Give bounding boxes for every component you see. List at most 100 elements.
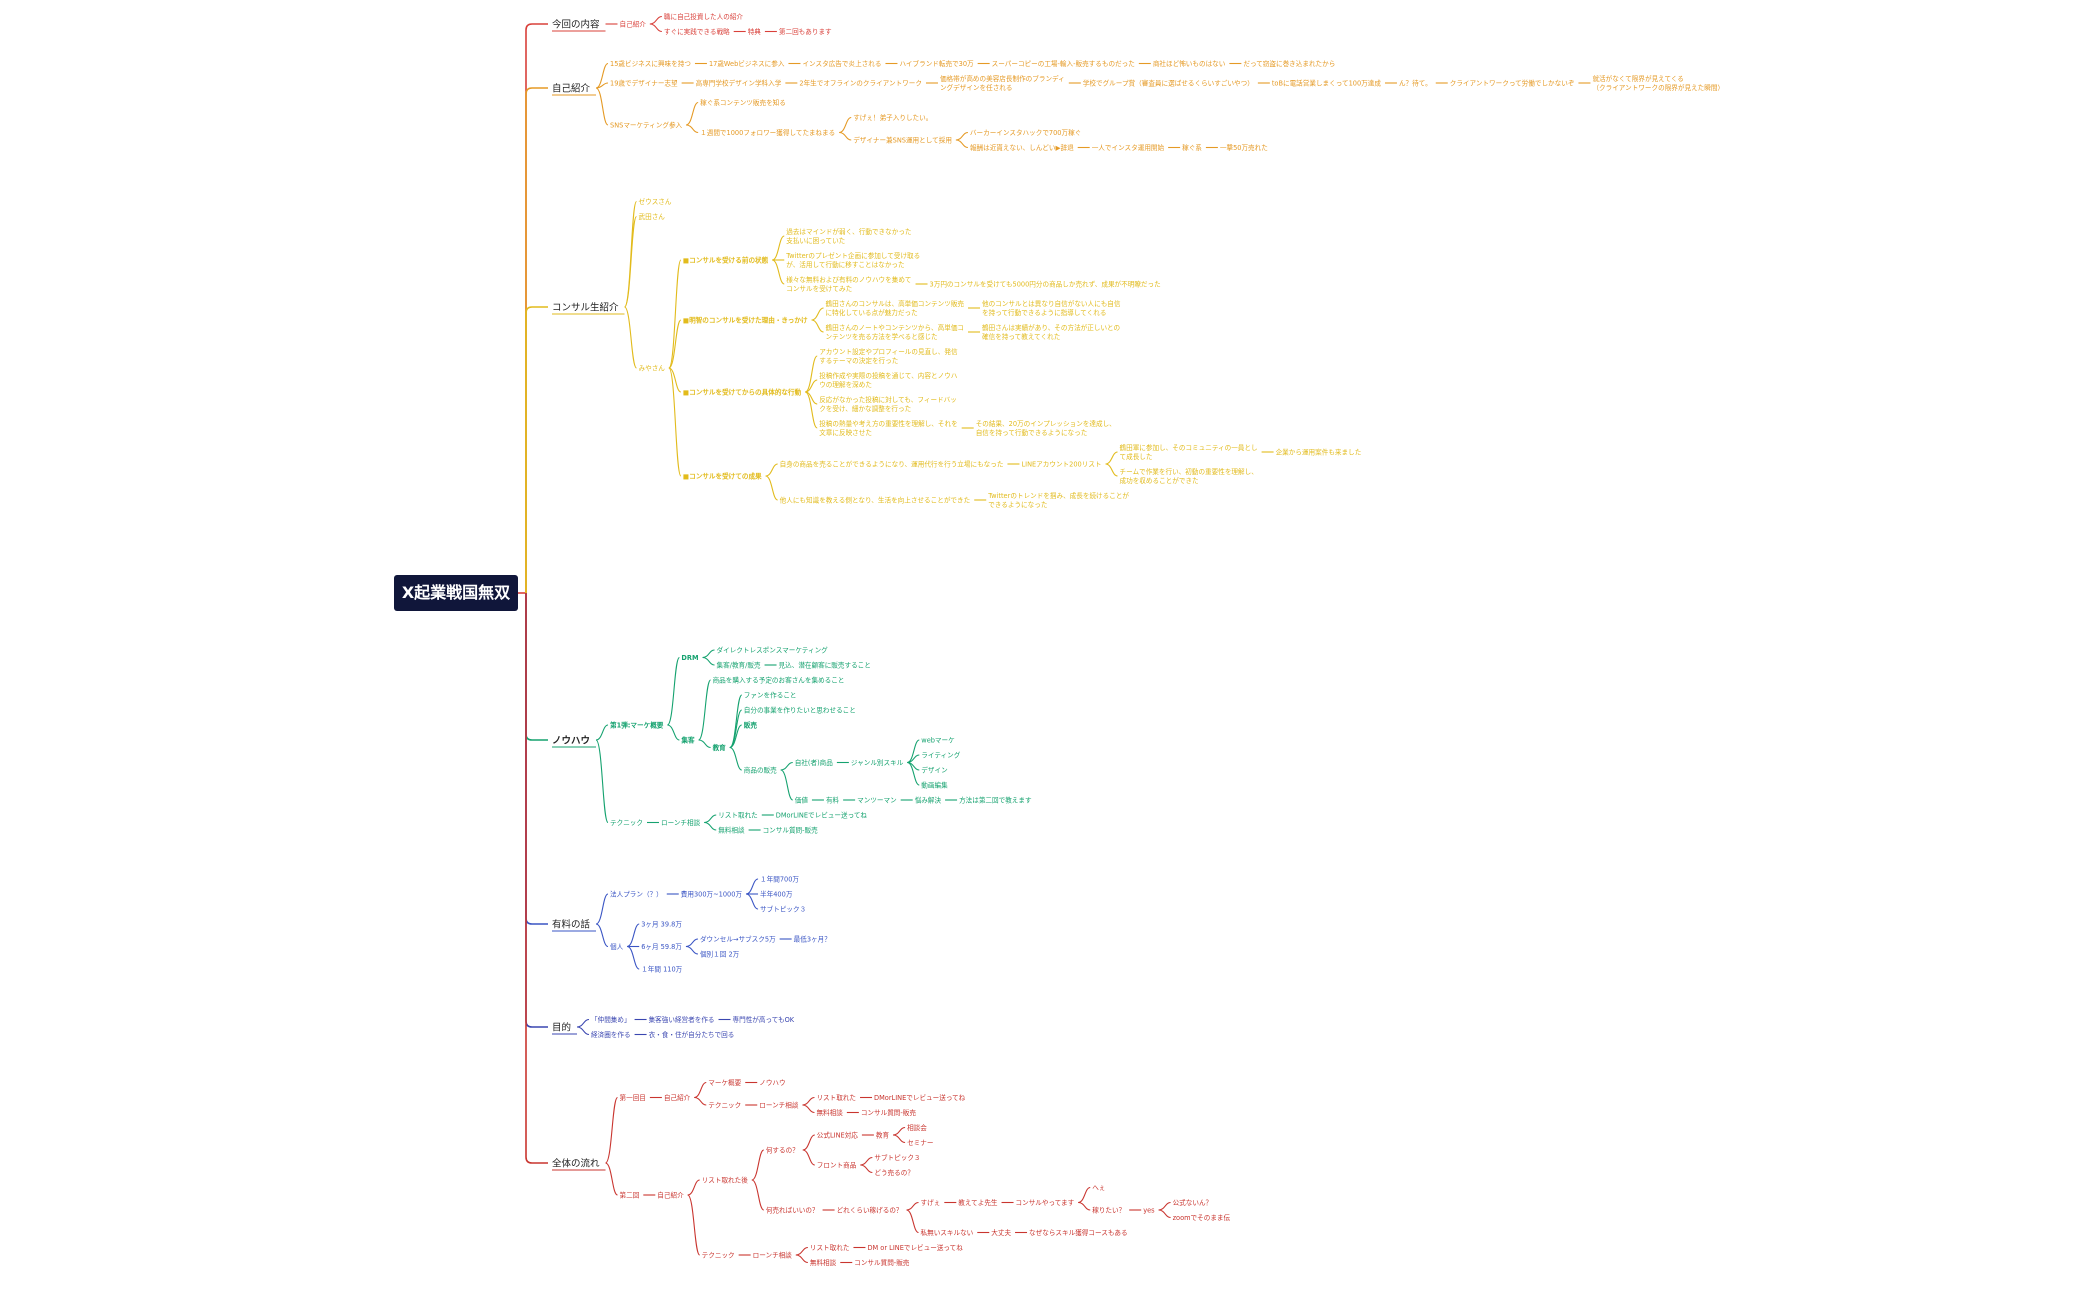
mindmap-node[interactable]: テクニック: [702, 1251, 735, 1259]
mindmap-node[interactable]: 有料: [826, 795, 840, 804]
mindmap-node[interactable]: ハイブランド転売で30万: [899, 59, 974, 68]
mindmap-node[interactable]: 価値: [795, 795, 809, 804]
branch-topic[interactable]: 全体の流れ: [552, 1157, 600, 1169]
mindmap-node[interactable]: ダイレクトレスポンスマーケティング: [717, 645, 829, 654]
mindmap-node[interactable]: ノウハウ: [759, 1079, 785, 1087]
mindmap-node[interactable]: 第二回もあります: [779, 27, 832, 36]
mindmap-node[interactable]: ■コンサルを受けての成果: [683, 471, 762, 480]
mindmap-node[interactable]: ローンチ相談: [661, 818, 701, 827]
mindmap-node[interactable]: DRM: [681, 654, 698, 662]
mindmap-node[interactable]: 商品の販売: [744, 765, 777, 774]
root-node[interactable]: X起業戦国無双: [394, 575, 518, 611]
mindmap-node[interactable]: webマーケ: [921, 736, 955, 744]
mindmap-node[interactable]: セミナー: [907, 1139, 933, 1147]
mindmap-node[interactable]: どれくらい稼げるの？: [837, 1205, 903, 1214]
mindmap-node[interactable]: 過去はマインドが弱く、行動できなかった支払いに困っていた: [786, 227, 911, 245]
mindmap-node[interactable]: ■明智のコンサルを受けた理由・きっかけ: [683, 315, 808, 324]
mindmap-node[interactable]: 稼ぐ系: [1182, 143, 1202, 152]
mindmap-node[interactable]: １週間で1000フォロワー獲得してたまねまる: [700, 128, 835, 137]
mindmap-node[interactable]: DM or LINEでレビュー送ってね: [867, 1243, 963, 1252]
mindmap-node[interactable]: 価格帯が高めの美容店長制作のブランディングデザインを任される: [940, 74, 1065, 92]
branch-topic[interactable]: 有料の話: [552, 918, 591, 930]
branch-topic[interactable]: 目的: [552, 1021, 571, 1033]
mindmap-node[interactable]: ■コンサルを受けてからの具体的な行動: [683, 387, 802, 396]
mindmap-node[interactable]: すげぇ: [921, 1198, 941, 1207]
mindmap-node[interactable]: バーカーインスタハックで700万稼ぐ: [970, 128, 1081, 137]
mindmap-node[interactable]: 経済圏を作る: [591, 1030, 631, 1039]
mindmap-node[interactable]: デザイナー兼SNS運用として採用: [853, 135, 952, 144]
mindmap-node[interactable]: 他人にも知識を教える側となり、生活を向上させることができた: [780, 495, 971, 504]
mindmap-node[interactable]: 悩み解決: [915, 795, 942, 804]
mindmap-node[interactable]: 反応がなかった投稿に対しても、フィードバックを受け、細かな調整を行った: [819, 395, 957, 413]
mindmap-node[interactable]: 自身の商品を売ることができるようになり、運用代行を行う立場にもなった: [780, 459, 1004, 468]
branch-topic[interactable]: コンサル生紹介: [552, 301, 619, 313]
mindmap-node[interactable]: 法人プラン（？）: [610, 889, 663, 898]
mindmap-node[interactable]: コンサル質問-販売: [854, 1258, 910, 1267]
mindmap-node[interactable]: 教育: [712, 743, 727, 752]
mindmap-node[interactable]: 集客強い経営者を作る: [649, 1015, 715, 1024]
mindmap-node[interactable]: Twitterのプレゼント企画に参加して受け取るが、活用して行動に移すことはなか…: [785, 251, 920, 269]
mindmap-node[interactable]: クライアントワークって労働でしかないぞ: [1450, 78, 1575, 87]
mindmap-node[interactable]: リスト取れた: [816, 1094, 856, 1102]
mindmap-node[interactable]: ■コンサルを受ける前の状態: [683, 255, 769, 264]
mindmap-node[interactable]: ローンチ相談: [753, 1250, 793, 1259]
mindmap-node[interactable]: 最低3ヶ月？: [794, 934, 831, 943]
mindmap-node[interactable]: １年間700万: [760, 874, 799, 883]
mindmap-node[interactable]: ゼウスさん: [639, 197, 672, 206]
mindmap-node[interactable]: へぇ: [1092, 1184, 1105, 1192]
mindmap-node[interactable]: 投稿作成や実際の投稿を通じて、内容とノウハウの理解を深めた: [819, 371, 958, 389]
mindmap-node[interactable]: 特典: [748, 27, 762, 36]
mindmap-node[interactable]: スーパーコピーの工場-輸入-販売するものだった: [992, 59, 1135, 68]
mindmap-node[interactable]: ローンチ相談: [759, 1100, 799, 1109]
mindmap-node[interactable]: 企業から運用案件も来ました: [1276, 447, 1362, 456]
mindmap-node[interactable]: ファンを作ること: [744, 690, 797, 699]
mindmap-node[interactable]: 自己紹介: [664, 1093, 691, 1102]
mindmap-node[interactable]: 「仲間集め」: [591, 1015, 631, 1024]
mindmap-node[interactable]: マーケ概要: [708, 1078, 741, 1087]
mindmap-node[interactable]: なぜならスキル獲得コースもある: [1029, 1228, 1128, 1237]
mindmap-node[interactable]: サブトピック３: [760, 904, 806, 913]
mindmap-node[interactable]: 公式ないん？: [1173, 1198, 1213, 1207]
mindmap-node[interactable]: 販売: [744, 720, 758, 729]
mindmap-node[interactable]: 無料相談: [816, 1108, 843, 1117]
mindmap-node[interactable]: 大丈夫: [991, 1228, 1011, 1237]
mindmap-node[interactable]: 商社ほど怖いものはない: [1153, 59, 1226, 68]
mindmap-node[interactable]: １年間 110万: [641, 964, 682, 973]
mindmap-node[interactable]: ライティング: [921, 750, 960, 759]
mindmap-node[interactable]: 見込、潜在顧客に販売すること: [779, 660, 871, 669]
mindmap-node[interactable]: ダウンセル→サブスク5万: [700, 934, 776, 943]
mindmap-node[interactable]: SNSマーケティング参入: [610, 120, 683, 129]
mindmap-node[interactable]: 自社(者)商品: [795, 758, 834, 767]
mindmap-node[interactable]: 一人でインスタ運用開始: [1092, 143, 1165, 152]
mindmap-node[interactable]: 武田さん: [639, 212, 666, 221]
mindmap-node[interactable]: すぐに実践できる戦略: [664, 27, 730, 36]
mindmap-node[interactable]: サブトピック３: [874, 1153, 920, 1162]
mindmap-node[interactable]: 第1弾:マーケ概要: [610, 720, 664, 729]
mindmap-node[interactable]: 他のコンサルとは異なり自信がない人にも自信を持って行動できるように指導してくれる: [982, 299, 1121, 317]
mindmap-node[interactable]: LINEアカウント200リスト: [1021, 460, 1101, 468]
mindmap-node[interactable]: 15歳ビジネスに興味を持つ: [610, 59, 691, 68]
mindmap-node[interactable]: 相談会: [907, 1123, 927, 1132]
mindmap-node[interactable]: 様々な無料および有料のノウハウを集めてコンサルを受けてみた: [786, 275, 911, 293]
mindmap-node[interactable]: どう売るの？: [874, 1168, 914, 1177]
mindmap-node[interactable]: 自己紹介: [620, 19, 647, 28]
mindmap-node[interactable]: 無料相談: [810, 1258, 837, 1267]
mindmap-node[interactable]: 投稿の熱量や考え方の重要性を理解し、それを文章に反映させた: [819, 419, 957, 437]
mindmap-node[interactable]: コンサル質問-販売: [861, 1108, 917, 1117]
mindmap-node[interactable]: 教育: [876, 1130, 890, 1139]
mindmap-node[interactable]: 3万円のコンサルを受けても5000円分の商品しか売れず、成果が不明瞭だった: [930, 279, 1161, 288]
mindmap-node[interactable]: 専門性が高ってもOK: [733, 1015, 795, 1024]
mindmap-node[interactable]: 3ヶ月 39.8万: [641, 920, 682, 928]
mindmap-node[interactable]: 私無いスキルない: [921, 1228, 974, 1237]
mindmap-node[interactable]: 教えてよ先生: [958, 1198, 998, 1207]
mindmap-node[interactable]: コンサル質問-販売: [763, 825, 819, 834]
mindmap-node[interactable]: 何売ればいいの？: [766, 1205, 819, 1214]
mindmap-node[interactable]: 鶴田さんのコンサルは、高単価コンテンツ販売に特化している点が魅力だった: [826, 299, 965, 317]
mindmap-node[interactable]: アカウント設定やプロフィールの見直し、発信するテーマの決定を行った: [819, 347, 958, 365]
mindmap-node[interactable]: フロント商品: [817, 1160, 857, 1169]
mindmap-node[interactable]: デザイン: [921, 765, 948, 774]
mindmap-node[interactable]: 高専門学校デザイン学科入学: [696, 78, 782, 87]
mindmap-node[interactable]: テクニック: [708, 1101, 741, 1109]
mindmap-node[interactable]: すげぇ！弟子入りしたい。: [853, 113, 932, 122]
mindmap-node[interactable]: だって窃盗に巻き込まれたから: [1243, 59, 1335, 68]
